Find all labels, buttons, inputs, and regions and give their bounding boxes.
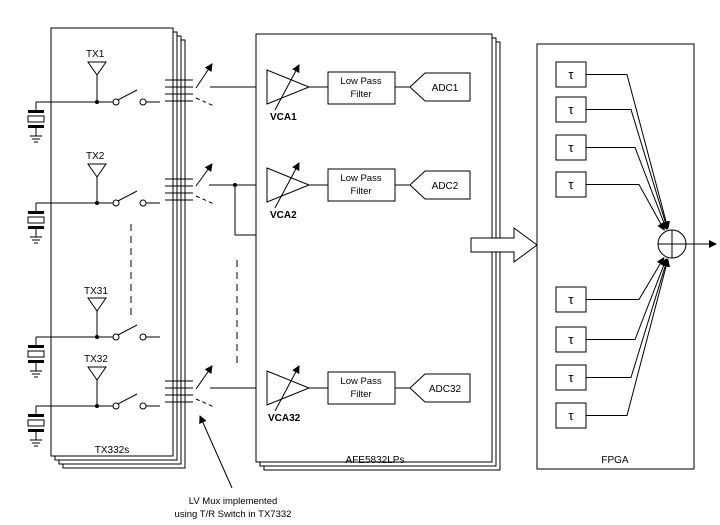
low-pass-filter-box <box>327 168 396 202</box>
delay-tau-label: τ <box>568 67 574 82</box>
delay-tau-label: τ <box>568 408 574 423</box>
transmitter-triangle-icon <box>87 366 107 381</box>
delay-route-line <box>586 74 670 230</box>
filter-label-line1: Low Pass <box>340 173 381 184</box>
transducer-icon <box>27 336 45 378</box>
tx-board-stack <box>50 27 186 469</box>
afe-board-label: AFE5832LPs <box>346 455 405 466</box>
vca-amplifier-icon <box>266 370 311 406</box>
vca-amplifier-icon <box>266 167 311 203</box>
tx-channel-label: TX32 <box>84 354 108 365</box>
delay-route-line <box>586 256 665 300</box>
transmitter-triangle-icon <box>87 297 107 312</box>
tx-channel-31: TX31 <box>27 286 160 378</box>
delay-block <box>555 96 587 123</box>
tx-channel-2: TX2 <box>27 151 160 244</box>
vca-label: VCA1 <box>270 112 297 123</box>
transmitter-triangle-icon <box>87 163 107 178</box>
filter-label-line1: Low Pass <box>340 76 381 87</box>
delay-route-line <box>586 184 665 231</box>
adc-label: ADC2 <box>432 181 459 192</box>
fpga-label: FPGA <box>601 455 629 466</box>
tx-channel-label: TX31 <box>84 286 108 297</box>
afe-channel-32: VCA32 Low Pass Filter ADC32 <box>266 365 471 424</box>
transducer-icon <box>27 202 45 244</box>
low-pass-filter-box <box>327 71 396 105</box>
delay-tau-label: τ <box>568 102 574 117</box>
afe-channel-2: VCA2 Low Pass Filter ADC2 <box>266 162 471 221</box>
delay-tau-label: τ <box>568 177 574 192</box>
filter-label-line1: Low Pass <box>340 376 381 387</box>
delay-route-line <box>586 147 668 231</box>
tx-board-label: TX332s <box>95 445 129 456</box>
adc-box <box>409 72 471 102</box>
lv-mux-2 <box>165 163 267 236</box>
delay-route-line <box>586 258 670 378</box>
delay-tau-label: τ <box>568 370 574 385</box>
delay-route-line <box>586 257 668 340</box>
filter-label-line2: Filter <box>350 186 371 197</box>
delay-route-line <box>586 109 670 230</box>
afe-channel-1: VCA1 Low Pass Filter ADC1 <box>266 64 471 123</box>
tx-channel-32: TX32 <box>27 354 160 447</box>
delay-tau-label: τ <box>568 332 574 347</box>
vca-label: VCA32 <box>268 413 301 424</box>
adc-label: ADC1 <box>432 83 459 94</box>
annotation-line1: LV Mux implemented <box>189 496 278 507</box>
annotation-line2: using T/R Switch in TX7332 <box>175 509 292 520</box>
tx-channel-1: TX1 <box>27 49 160 143</box>
data-flow-arrow-icon <box>470 227 538 263</box>
delay-block <box>555 326 587 353</box>
delay-tau-label: τ <box>568 140 574 155</box>
adc-label: ADC32 <box>429 384 462 395</box>
vca-label: VCA2 <box>270 210 297 221</box>
transducer-icon <box>27 405 45 447</box>
fpga-delay-group: τ τ τ τ τ τ τ τ <box>555 61 670 429</box>
delay-block <box>555 286 587 313</box>
annotation-pointer-arrow <box>199 415 233 489</box>
transducer-icon <box>27 101 45 143</box>
tx-channel-label: TX2 <box>86 151 105 162</box>
delay-tau-label: τ <box>568 292 574 307</box>
transmitter-triangle-icon <box>87 61 107 76</box>
filter-label-line2: Filter <box>350 89 371 100</box>
adc-box <box>409 170 471 200</box>
tx-channel-label: TX1 <box>86 49 105 60</box>
adc-box <box>409 373 471 403</box>
delay-route-line <box>586 258 670 416</box>
filter-label-line2: Filter <box>350 389 371 400</box>
vca-amplifier-icon <box>266 69 311 105</box>
